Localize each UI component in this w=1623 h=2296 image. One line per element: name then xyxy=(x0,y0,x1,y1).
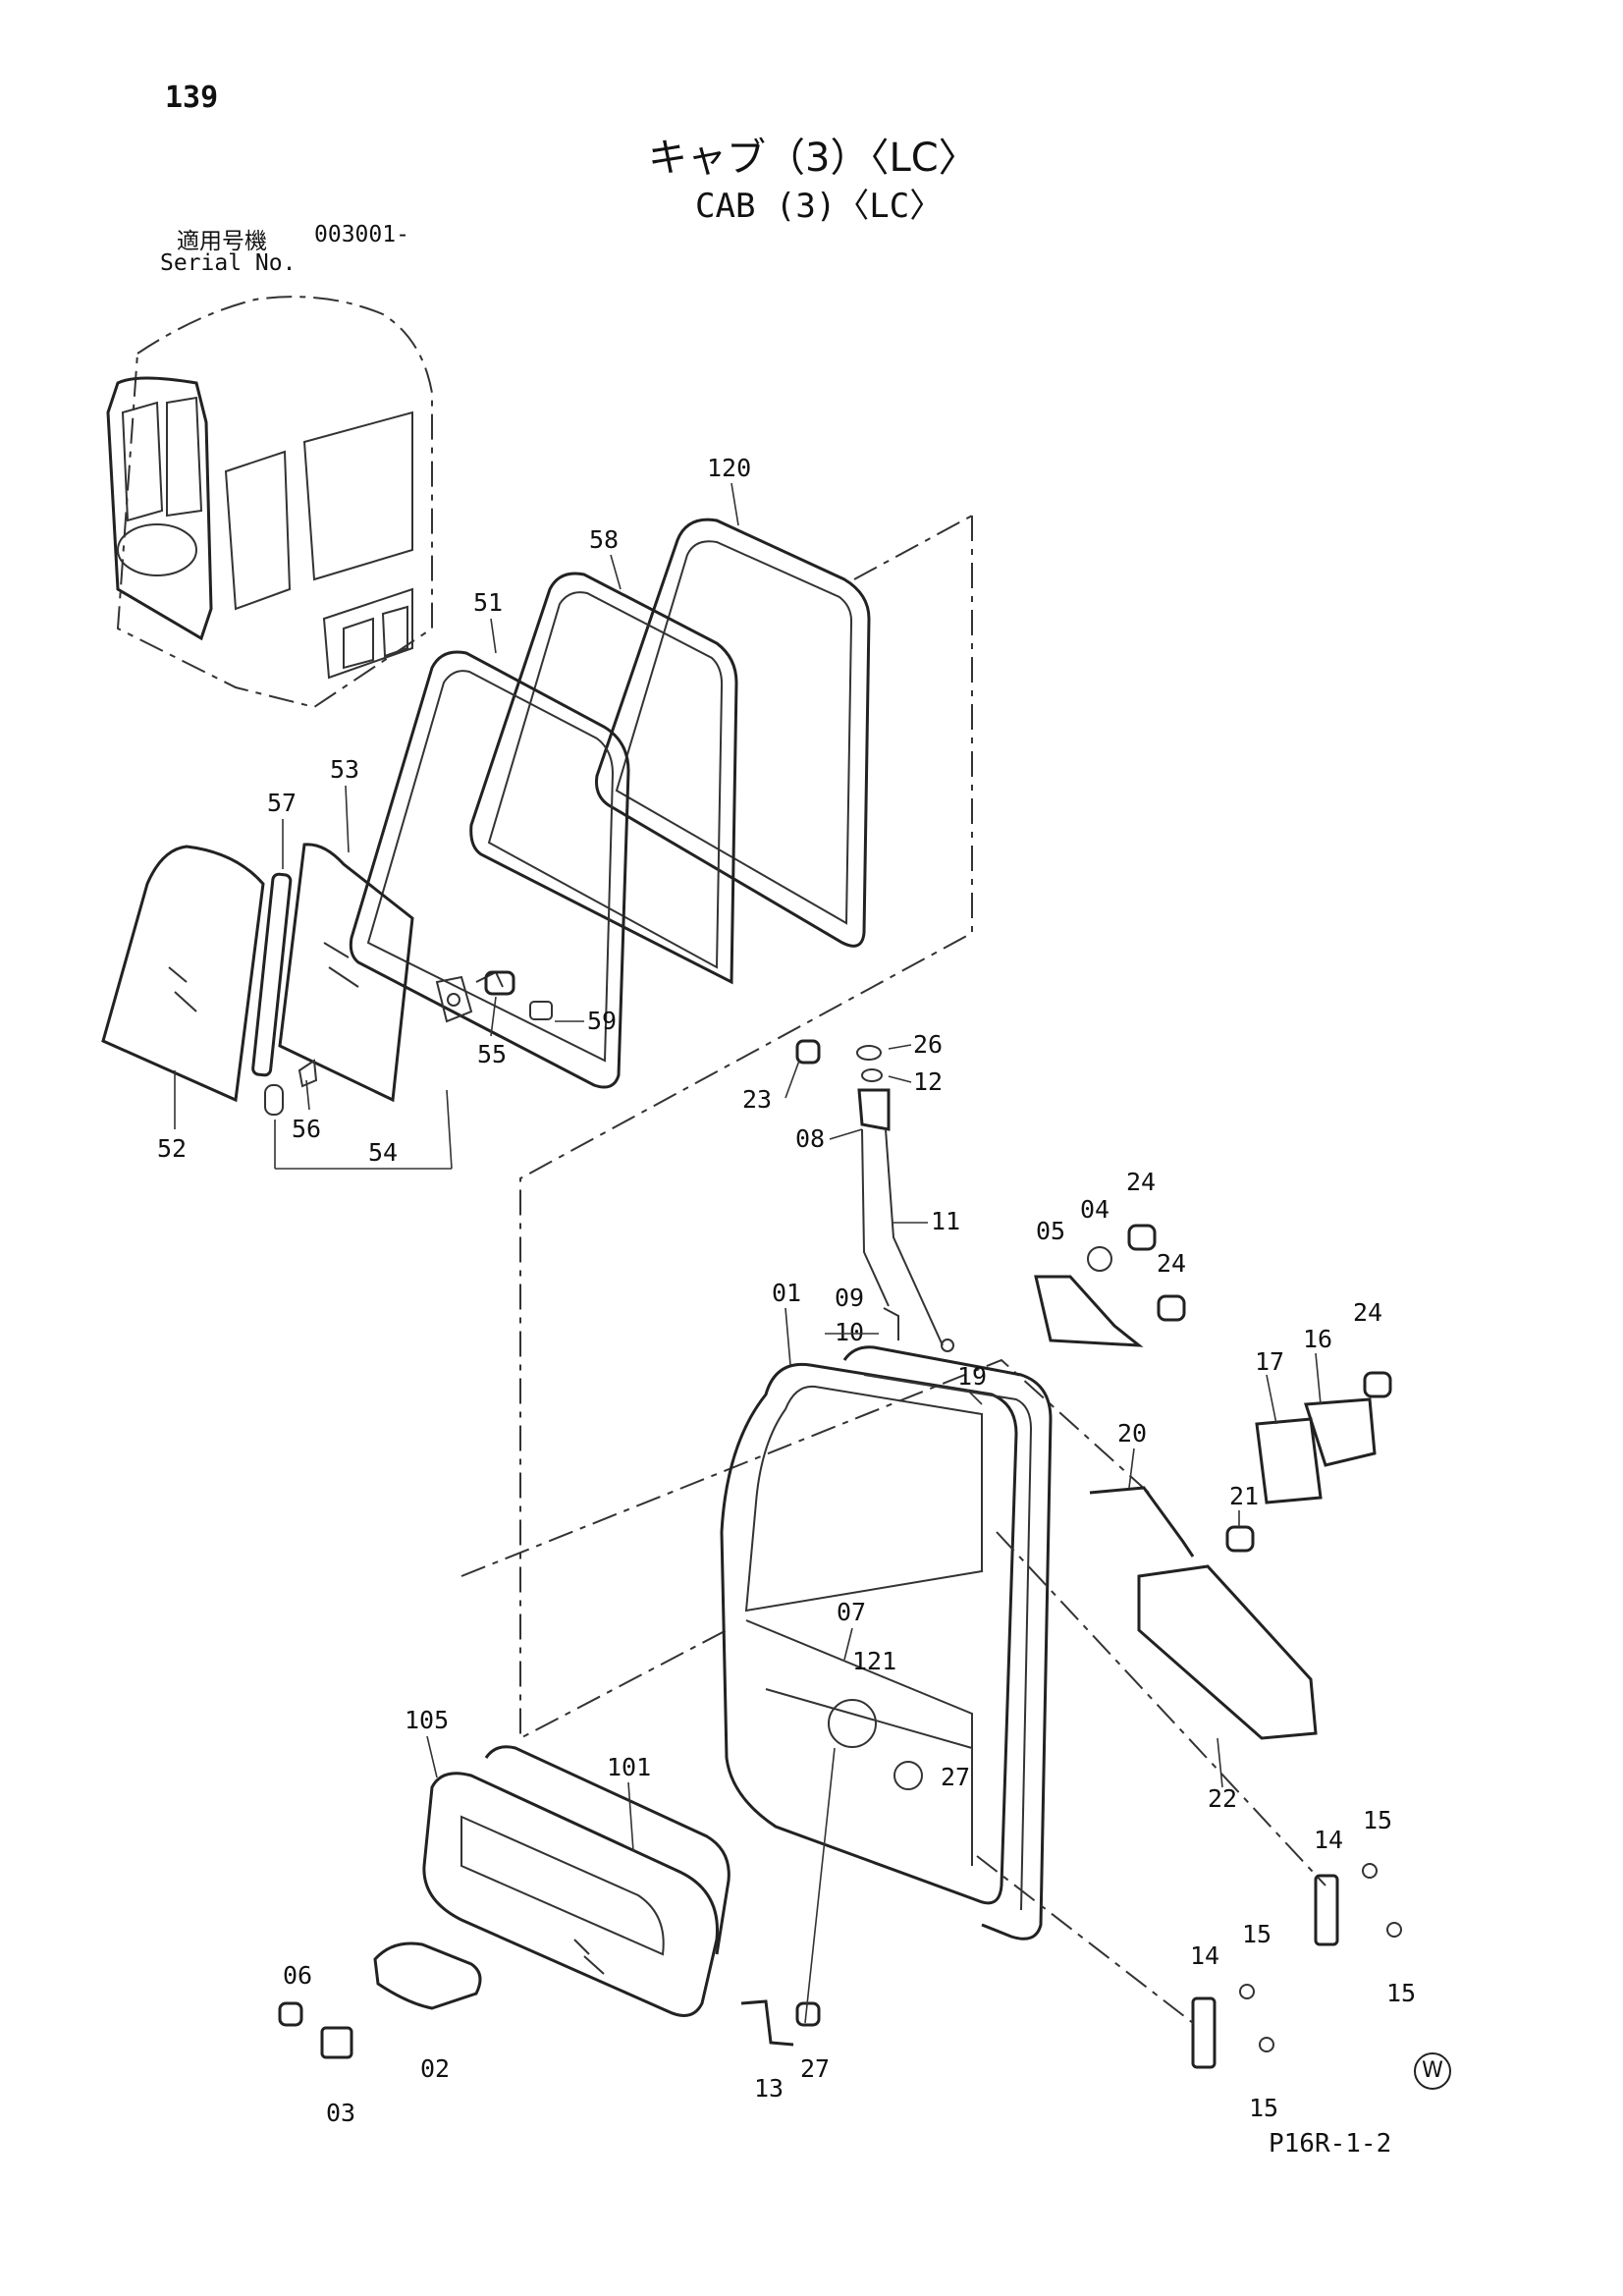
part-label-55: 55 xyxy=(477,1040,507,1068)
part-label-57: 57 xyxy=(267,789,297,817)
part-label-56: 56 xyxy=(292,1115,321,1143)
part-label-22: 22 xyxy=(1208,1784,1237,1813)
part-label-20: 20 xyxy=(1117,1419,1147,1448)
side-glass-assembly xyxy=(101,843,553,1116)
part-label-06: 06 xyxy=(283,1961,312,1990)
cab-overview-illustration xyxy=(106,296,433,709)
part-label-58: 58 xyxy=(589,525,619,554)
part-label-24: 24 xyxy=(1126,1168,1156,1196)
part-label-03: 03 xyxy=(326,2099,355,2127)
part-label-09: 09 xyxy=(835,1284,864,1312)
door-hinge-parts xyxy=(976,1531,1402,2069)
part-label-101: 101 xyxy=(607,1753,651,1781)
diagram-code: P16R-1-2 xyxy=(1269,2129,1392,2159)
part-label-27: 27 xyxy=(800,2054,830,2083)
door-cover-parts xyxy=(1089,1397,1377,1740)
part-label-121: 121 xyxy=(852,1647,896,1675)
page-number: 139 xyxy=(165,81,219,115)
part-label-105: 105 xyxy=(405,1706,449,1734)
part-label-19: 19 xyxy=(957,1362,987,1391)
part-label-01: 01 xyxy=(772,1279,801,1307)
door-handle-parts xyxy=(278,1747,836,2059)
page-title-english: CAB (3)〈LC〉 xyxy=(695,187,944,226)
window-seals xyxy=(349,518,871,1089)
part-label-52: 52 xyxy=(157,1134,187,1163)
part-label-15: 15 xyxy=(1242,1920,1271,1948)
part-number-labels: 120 58 51 53 57 52 56 54 55 59 26 12 23 … xyxy=(157,454,1416,2127)
part-label-51: 51 xyxy=(473,588,503,617)
serial-number-value: 003001- xyxy=(314,222,409,247)
part-label-12: 12 xyxy=(913,1067,943,1096)
part-label-54: 54 xyxy=(368,1138,398,1167)
part-label-23: 23 xyxy=(742,1085,772,1114)
part-label-21: 21 xyxy=(1229,1482,1259,1510)
part-label-53: 53 xyxy=(330,755,359,784)
door-lock-parts xyxy=(1034,1224,1392,1398)
part-label-24: 24 xyxy=(1157,1249,1186,1278)
assembly-boundary-line xyxy=(519,516,973,1740)
part-label-10: 10 xyxy=(835,1318,864,1346)
serial-label-english: Serial No. xyxy=(160,250,297,276)
door-latch-rod-parts xyxy=(795,1039,954,1352)
part-label-14: 14 xyxy=(1314,1826,1343,1854)
part-label-24: 24 xyxy=(1353,1298,1382,1327)
part-label-15: 15 xyxy=(1249,2094,1278,2122)
cab-door-assembly xyxy=(720,1345,1053,1941)
part-label-02: 02 xyxy=(420,2054,450,2083)
part-label-15: 15 xyxy=(1363,1806,1392,1834)
page-title-japanese: キャブ（3）〈LC〉 xyxy=(648,136,978,181)
part-label-59: 59 xyxy=(587,1007,617,1035)
serial-label-japanese: 適用号機 xyxy=(177,229,267,254)
part-label-17: 17 xyxy=(1255,1347,1284,1376)
leader-lines xyxy=(174,482,1322,1852)
part-label-26: 26 xyxy=(913,1030,943,1059)
part-label-05: 05 xyxy=(1036,1217,1065,1245)
part-label-15: 15 xyxy=(1386,1979,1416,2007)
part-label-11: 11 xyxy=(931,1207,960,1235)
part-label-16: 16 xyxy=(1303,1325,1332,1353)
lower-window-parts xyxy=(422,1745,730,2017)
part-label-13: 13 xyxy=(754,2074,784,2103)
part-label-04: 04 xyxy=(1080,1195,1109,1224)
part-label-07: 07 xyxy=(837,1598,866,1626)
part-label-08: 08 xyxy=(795,1124,825,1153)
part-label-120: 120 xyxy=(707,454,751,482)
corner-mark-w: W xyxy=(1414,2052,1451,2090)
part-label-14: 14 xyxy=(1190,1941,1219,1970)
part-label-27: 27 xyxy=(941,1763,970,1791)
